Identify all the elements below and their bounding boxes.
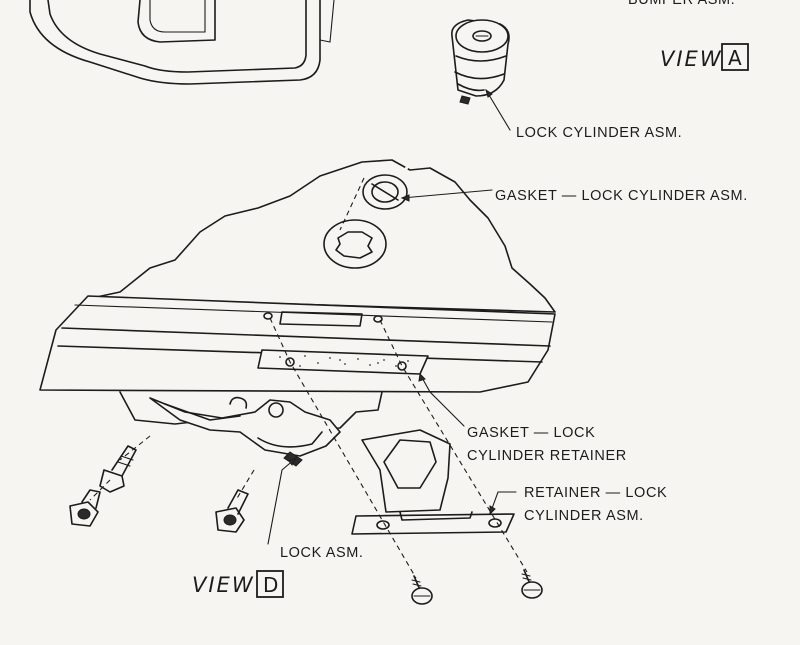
view-d-word: VIEW: [192, 573, 255, 597]
lock-asm-part: [119, 391, 383, 467]
view-a-word: VIEW: [660, 47, 723, 71]
trunk-lid-panel: [91, 159, 556, 313]
lock-cylinder-label: LOCK CYLINDER ASM.: [516, 125, 682, 141]
screw-right: [521, 569, 543, 599]
bolt-left-upper: [99, 445, 137, 493]
retainer-part: [351, 429, 515, 535]
gasket-retainer-label-line2: CYLINDER RETAINER: [467, 448, 627, 464]
retainer-label-line2: CYLINDER ASM.: [524, 508, 644, 524]
screw-left: [411, 575, 433, 605]
view-d-marker: VIEW D: [192, 570, 284, 598]
retainer-label-line1: RETAINER — LOCK: [524, 485, 667, 501]
bumper-asm-label: BUMPER ASM.: [628, 0, 735, 8]
gasket-cylinder-part: [362, 174, 408, 210]
assembly-lines: [89, 177, 528, 579]
view-a-marker: VIEW A: [660, 43, 749, 71]
retaining-washer-part: [323, 219, 387, 269]
bolt-left-lower: [69, 489, 101, 527]
trunk-lid-edge: [39, 295, 556, 393]
leader-lines: [267, 88, 517, 545]
lock-cylinder-part: [392, 19, 510, 189]
view-a-letter: A: [728, 46, 742, 70]
bolt-middle: [215, 489, 249, 533]
view-d-letter: D: [263, 573, 278, 597]
gasket-cylinder-label: GASKET — LOCK CYLINDER ASM.: [495, 188, 748, 204]
bumper-fragment: [29, 0, 335, 85]
lock-asm-label: LOCK ASM.: [280, 545, 364, 561]
gasket-retainer-label-line1: GASKET — LOCK: [467, 425, 595, 441]
